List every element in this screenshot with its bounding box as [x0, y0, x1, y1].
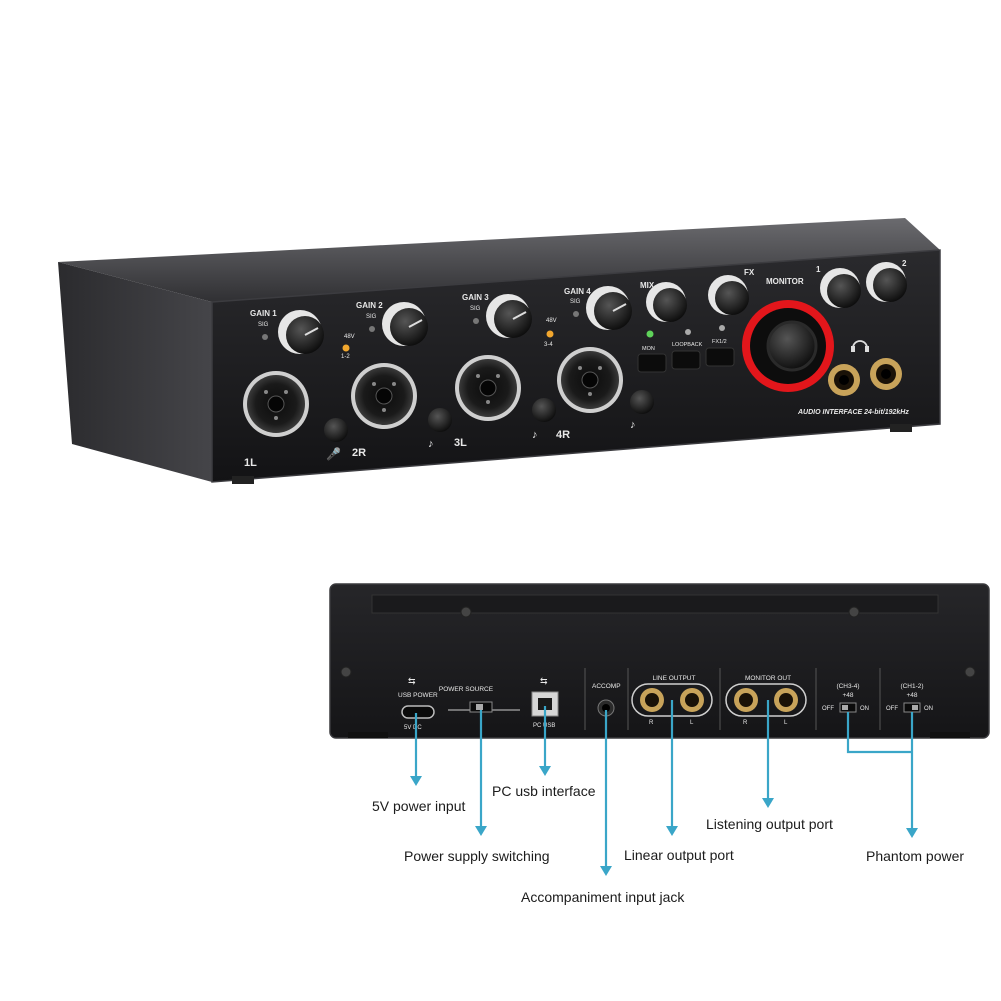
channel-label-1: 1L — [244, 457, 257, 469]
headphone-jack-2[interactable] — [870, 358, 902, 390]
loopback-label: LOOPBACK — [672, 342, 703, 348]
ch12-label: (CH1-2) — [900, 683, 923, 690]
mic-inst-button-1[interactable] — [324, 418, 348, 442]
line-r-label: R — [649, 720, 654, 726]
screw — [964, 666, 976, 678]
headphone-jack-1[interactable] — [828, 364, 860, 396]
gain-knob-1[interactable] — [278, 310, 324, 354]
usb-c-port[interactable] — [401, 705, 435, 719]
phantom-label-4: 3-4 — [544, 342, 553, 348]
monitor-knob[interactable] — [742, 300, 834, 392]
gain-knob-3[interactable] — [486, 294, 532, 338]
gain2-label: GAIN 2 — [356, 301, 383, 310]
callout-linear-output: Linear output port — [624, 847, 734, 863]
sig3-label: SIG — [470, 306, 481, 312]
screw — [460, 606, 472, 618]
channel-label-2: 2R — [352, 447, 366, 459]
line-output-r-jack[interactable] — [640, 688, 664, 712]
fx12-label: FX1/2 — [712, 339, 727, 345]
mon-button[interactable] — [637, 353, 667, 373]
gain-knob-2[interactable] — [382, 302, 428, 346]
channel-label-3: 3L — [454, 437, 467, 449]
ch12-on-label: ON — [924, 706, 933, 712]
monitor-out-r-jack[interactable] — [734, 688, 758, 712]
callout-power-input: 5V power input — [372, 798, 466, 814]
loopback-button[interactable] — [671, 350, 701, 370]
hp-number-2: 2 — [902, 259, 907, 268]
channel-label-4: 4R — [556, 429, 570, 441]
ch34-label: (CH3-4) — [836, 683, 859, 690]
line-output-label: LINE OUTPUT — [653, 675, 696, 682]
phantom-label-1: 48V — [344, 334, 355, 340]
sig1-label: SIG — [258, 322, 269, 328]
fx-label: FX — [744, 268, 755, 277]
mix-label: MIX — [640, 281, 655, 290]
gain1-label: GAIN 1 — [250, 309, 277, 318]
callout-listening-output: Listening output port — [706, 816, 833, 832]
usb-symbol-icon: ⇆ — [408, 676, 416, 686]
mic-inst-button-2[interactable] — [428, 408, 452, 432]
monitor-out-l-jack[interactable] — [774, 688, 798, 712]
accomp-label: ACCOMP — [592, 683, 621, 690]
callout-accompaniment: Accompaniment input jack — [521, 889, 685, 905]
line-l-label: L — [690, 720, 694, 726]
phantom-label-3: 48V — [546, 318, 557, 324]
callout-pc-usb: PC usb interface — [492, 783, 596, 799]
hp-number-1: 1 — [816, 265, 821, 274]
monitor-out-label: MONITOR OUT — [745, 675, 791, 682]
combo-jack-2[interactable] — [351, 363, 417, 429]
monitor-l-label: L — [784, 720, 788, 726]
accomp-jack[interactable] — [597, 699, 615, 717]
callout-power-switching: Power supply switching — [404, 848, 550, 864]
headphone-knob-2[interactable] — [866, 262, 907, 302]
front-device: GAIN 1 GAIN 2 GAIN 3 GAIN 4 SIG SIG SIG … — [58, 218, 941, 484]
fx-knob[interactable] — [708, 275, 749, 315]
ch34-off-label: OFF — [822, 706, 834, 712]
sig4-label: SIG — [570, 299, 581, 305]
rear-device: ⇆ USB POWER 5V DC POWER SOURCE ⇆ PC USB … — [329, 583, 990, 739]
combo-jack-1[interactable] — [243, 371, 309, 437]
gain3-label: GAIN 3 — [462, 293, 489, 302]
usb-symbol-icon: ⇆ — [540, 676, 548, 686]
headphone-icon — [851, 340, 869, 352]
mon-label: MON — [642, 346, 655, 352]
guitar-icon: ♪ — [428, 438, 434, 450]
sig2-label: SIG — [366, 314, 377, 320]
ch34-on-label: ON — [860, 706, 869, 712]
power-source-label: POWER SOURCE — [439, 686, 494, 693]
mic-inst-button-3[interactable] — [532, 398, 556, 422]
combo-jack-3[interactable] — [455, 355, 521, 421]
screw — [848, 606, 860, 618]
callout-phantom-power: Phantom power — [866, 848, 965, 864]
screw — [340, 666, 352, 678]
callout-lines — [410, 700, 918, 876]
model-text: AUDIO INTERFACE 24-bit/192kHz — [797, 409, 909, 416]
device-top — [58, 218, 940, 302]
monitor-label: MONITOR — [766, 277, 804, 286]
guitar-icon: ♪ — [630, 419, 636, 431]
line-output-l-jack[interactable] — [680, 688, 704, 712]
mic-inst-button-4[interactable] — [630, 390, 654, 414]
mic-icon: 🎤 — [326, 446, 341, 461]
headphone-knob-1[interactable] — [820, 268, 861, 308]
gain4-label: GAIN 4 — [564, 287, 591, 296]
ch12-plus48-label: +48 — [906, 692, 917, 699]
usb-power-label: USB POWER — [398, 692, 438, 699]
phantom-label-2: 1-2 — [341, 354, 350, 360]
ch34-plus48-label: +48 — [842, 692, 853, 699]
combo-jack-4[interactable] — [557, 347, 623, 413]
monitor-r-label: R — [743, 720, 748, 726]
rear-panel — [329, 583, 990, 739]
gain-knob-4[interactable] — [586, 286, 632, 330]
mic-icon: ♪ — [532, 429, 538, 441]
mix-knob[interactable] — [646, 282, 687, 322]
fx-button[interactable] — [705, 347, 735, 367]
ch12-off-label: OFF — [886, 706, 898, 712]
device-side — [58, 262, 212, 482]
dc-label: 5V DC — [404, 725, 422, 731]
